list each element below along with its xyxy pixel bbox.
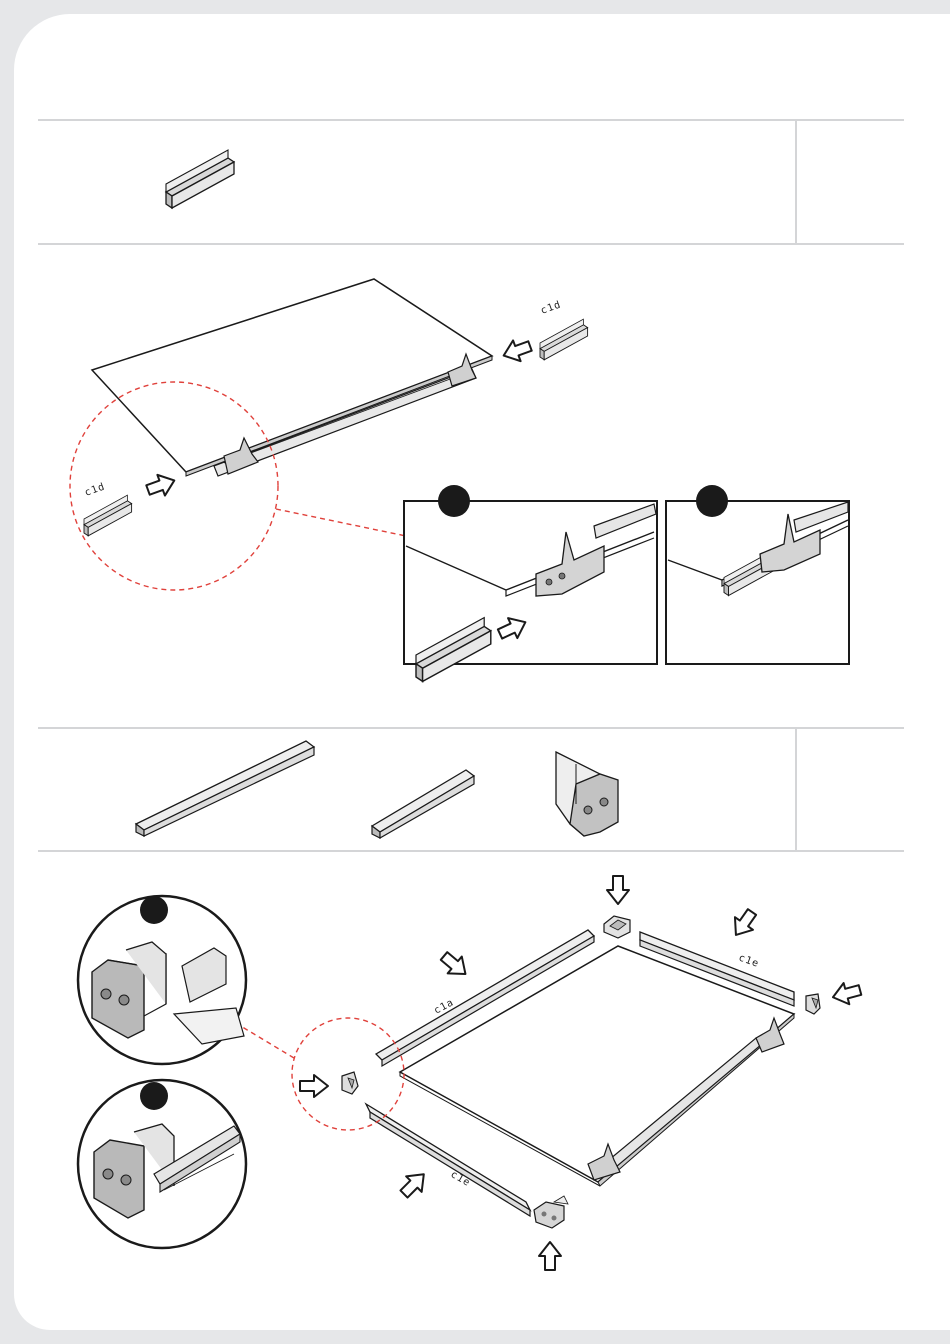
corner-bottom-icon [534, 1196, 568, 1228]
step-marker-icon [696, 485, 728, 517]
part-c1e-rail-icon [372, 770, 474, 838]
arrow-icon [727, 906, 761, 942]
instruction-page: c1d c1d [14, 14, 950, 1330]
corner-left-icon [342, 1072, 358, 1094]
detail-box-a [404, 485, 657, 681]
corner-right-icon [806, 994, 820, 1014]
parts-row-2 [38, 728, 904, 851]
arrow-icon [144, 470, 178, 500]
part-c1a-rail-icon [136, 741, 314, 836]
label-c1d-upper: c1d [539, 299, 563, 317]
arrow-icon [396, 1166, 431, 1201]
clip-c1d-upper-icon [540, 319, 588, 360]
detail-box-b [666, 485, 849, 664]
step-2-illustration: c1a c1e c1e [234, 876, 863, 1270]
arrow-icon [300, 1075, 328, 1097]
arrow-icon [539, 1242, 561, 1270]
clip-c1d-lower-icon [84, 495, 132, 536]
part-c1d-icon [166, 150, 234, 208]
step-marker-icon [140, 896, 168, 924]
step-marker-icon [438, 485, 470, 517]
arrow-icon [437, 948, 473, 983]
part-corner-bracket-icon [556, 752, 618, 836]
step-marker-icon [140, 1082, 168, 1110]
magnified-circle-1 [78, 896, 246, 1064]
label-c1d-lower: c1d [83, 481, 107, 499]
parts-row-1 [38, 120, 904, 244]
corner-top-icon [604, 916, 630, 938]
assembly-illustration: c1d c1d [14, 14, 950, 1330]
arrow-icon [830, 979, 863, 1007]
arrow-icon [500, 336, 534, 366]
arrow-icon [607, 876, 629, 904]
label-c1e-right: c1e [737, 952, 761, 970]
magnified-circle-2 [78, 1080, 246, 1248]
